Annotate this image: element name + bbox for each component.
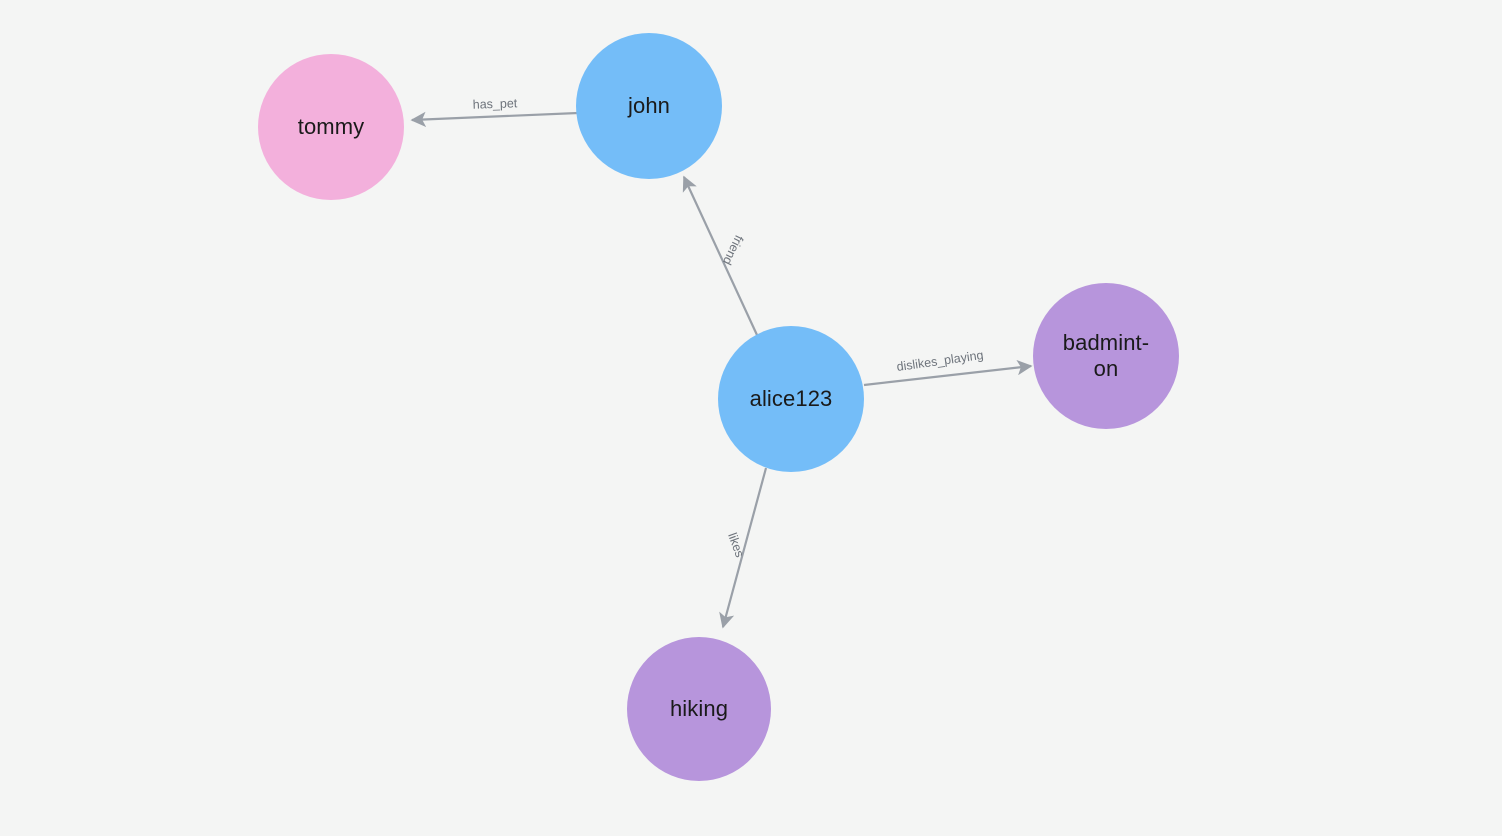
graph-node-label-alice123: alice123 — [749, 386, 833, 411]
graph-node-hiking[interactable]: hiking — [627, 637, 771, 781]
graph-node-label-tommy: tommy — [297, 114, 365, 139]
edge-hitbox-dislikes-playing[interactable] — [864, 366, 1031, 385]
edge-line-has-pet — [410, 111, 579, 128]
graph-node-tommy[interactable]: tommy — [258, 54, 404, 200]
graph-node-alice123[interactable]: alice123 — [718, 326, 864, 472]
edge-hitbox-friend[interactable] — [684, 177, 757, 335]
graph-node-label-john: john — [628, 93, 670, 118]
edge-hitbox-likes[interactable] — [723, 468, 766, 627]
graph-node-label-hiking: hiking — [669, 696, 729, 721]
edge-hitbox-has-pet[interactable] — [412, 113, 578, 120]
edge-john-has-pet-tommy[interactable] — [410, 111, 579, 128]
graph-node-label-badminton: badmint- on — [1062, 330, 1150, 381]
graph-node-john[interactable]: john — [576, 33, 722, 179]
edge-line-friend — [682, 175, 758, 336]
edge-alice123-dislikes-playing-badminton[interactable] — [863, 359, 1033, 387]
graph-node-badminton[interactable]: badmint- on — [1033, 283, 1179, 429]
edge-alice123-friend-john[interactable] — [682, 175, 758, 336]
edge-line-likes — [719, 467, 768, 629]
edge-line-dislikes-playing — [863, 359, 1033, 387]
edge-alice123-likes-hiking[interactable] — [719, 467, 768, 629]
